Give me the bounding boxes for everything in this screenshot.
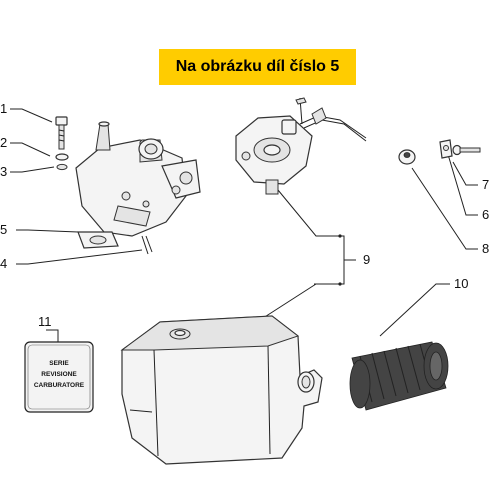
fitting-part-8 [398, 149, 416, 165]
bolt-part-1 [55, 116, 68, 150]
leader-4 [16, 249, 143, 265]
float-cover-part-9 [235, 97, 367, 195]
bracket-dot-bottom [338, 282, 342, 286]
callout-8: 8 [482, 241, 489, 256]
screw-part-7 [452, 144, 481, 156]
overhaul-kit-part-11 [24, 341, 94, 413]
nut-part-3 [56, 163, 68, 171]
callout-4: 4 [0, 256, 7, 271]
washer-part-2 [55, 153, 69, 161]
leader-9-bracket [277, 189, 345, 285]
callout-1: 1 [0, 101, 7, 116]
leader-1 [10, 108, 53, 123]
kit-label-line1: SERIE [49, 360, 69, 367]
carburettor-body-part-5 [75, 121, 201, 255]
banner-text: Na obrázku díl číslo 5 [175, 58, 340, 75]
callout-10: 10 [454, 276, 468, 291]
callout-7: 7 [482, 177, 489, 192]
kit-label-line3: CARBURATORE [34, 382, 85, 389]
callout-6: 6 [482, 207, 489, 222]
callout-9: 9 [363, 252, 370, 267]
bracket-dot-top [338, 234, 342, 238]
rubber-bellows-part-10 [349, 341, 449, 411]
leader-10 [379, 283, 450, 337]
leader-9-to-bowl [259, 283, 317, 321]
leader-6 [446, 150, 478, 216]
leader-8 [411, 167, 478, 250]
leader-3 [10, 166, 55, 173]
leader-2 [10, 142, 51, 157]
leader-11 [46, 329, 59, 342]
float-bowl [120, 315, 323, 465]
callout-3: 3 [0, 164, 7, 179]
kit-label-line2: REVISIONE [41, 371, 77, 378]
callout-11: 11 [38, 314, 52, 329]
callout-2: 2 [0, 135, 7, 150]
callout-5: 5 [0, 222, 7, 237]
clip-part-6 [439, 139, 453, 159]
leader-7 [452, 161, 478, 186]
highlight-banner: Na obrázku díl číslo 5 [159, 49, 356, 85]
